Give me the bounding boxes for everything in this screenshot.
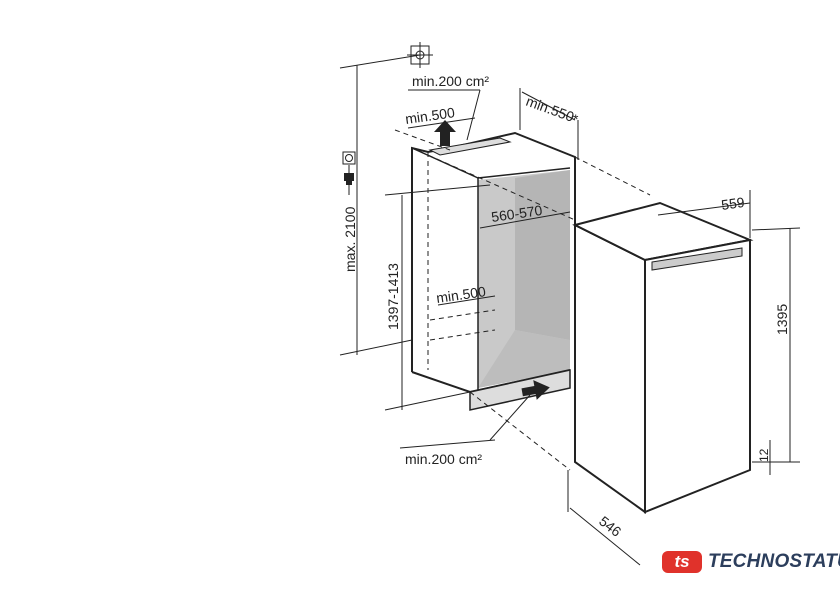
plinth-gap-label: 12 [757, 448, 771, 462]
socket-icon [342, 151, 356, 165]
appliance-height-label: 1395 [774, 304, 790, 335]
max-height-label: max. 2100 [342, 206, 358, 272]
appliance-width-label: 559 [720, 194, 746, 213]
bottom-clearance-label: min.500 [435, 283, 487, 306]
crosshair-icon [407, 42, 433, 68]
niche-height-label: 1397-1413 [385, 263, 401, 330]
appliance-side [574, 223, 646, 514]
technostatus-logo: ts TECHNOSTATUS [662, 551, 840, 573]
niche-width-label: 560-570 [490, 202, 543, 225]
logo-mark: ts [662, 551, 702, 573]
appliance-front [644, 238, 751, 514]
niche-interior-back [515, 170, 570, 340]
airflow-in-arrow [521, 380, 550, 400]
plug-icon [344, 165, 354, 195]
top-vent [428, 137, 512, 156]
appliance-handle [651, 247, 743, 271]
niche-floor [478, 330, 570, 388]
airflow-up-arrow [434, 120, 456, 146]
vent-top-label: min.200 cm² [412, 73, 489, 89]
appliance-depth-label: 546 [596, 513, 624, 540]
plinth-vent [469, 369, 571, 411]
door-clearance-note: * [573, 111, 579, 127]
top-clearance-label: min.500 [404, 104, 456, 127]
logo-text: TECHNOSTATUS [708, 551, 840, 572]
door-clearance-label: min.550 [524, 93, 576, 125]
vent-bottom-label: min.200 cm² [405, 451, 482, 467]
